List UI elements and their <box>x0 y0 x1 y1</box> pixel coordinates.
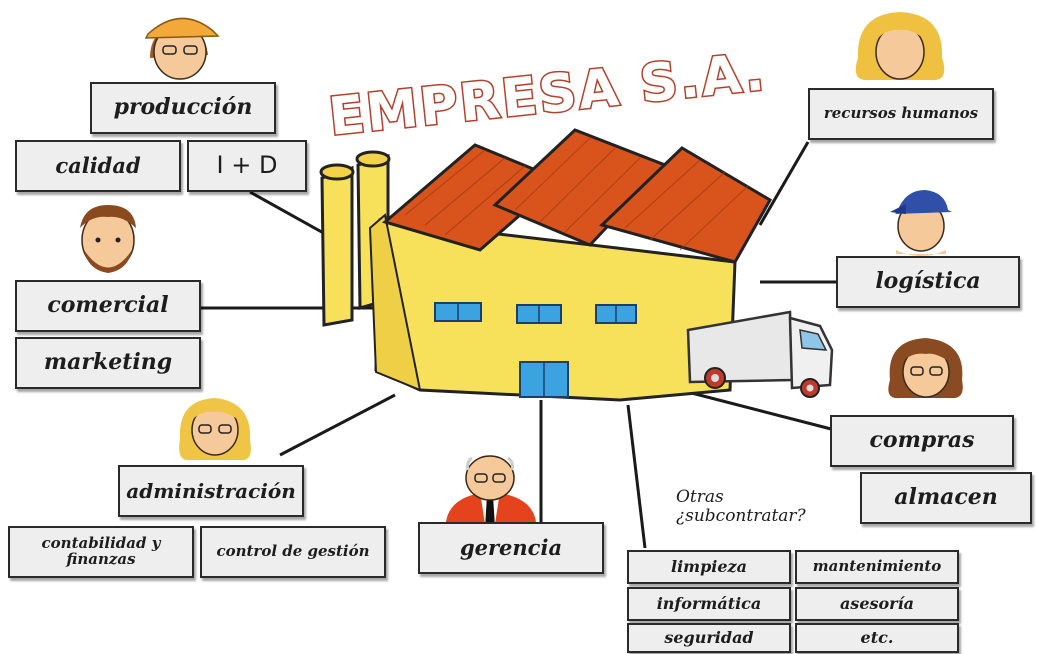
box-almacen: almacen <box>860 472 1032 524</box>
worker-cap-icon <box>144 17 220 90</box>
woman-glasses-icon <box>179 398 251 461</box>
factory-icon <box>319 128 773 402</box>
box-contabilidad: contabilidad y finanzas <box>8 526 194 578</box>
woman-blonde-icon <box>855 12 945 81</box>
sub-item-etc: etc. <box>795 623 959 653</box>
box-i-d: I + D <box>187 140 307 192</box>
subcontract-note: Otras ¿subcontratar? <box>676 487 806 526</box>
sub-item-mantenimiento: mantenimiento <box>795 550 959 584</box>
box-gerencia: gerencia <box>418 522 604 574</box>
box-produccion: producción <box>90 82 276 134</box>
line-compras <box>679 388 836 432</box>
sub-item-seguridad: seguridad <box>627 623 791 653</box>
diagram-title: EMPRESA S.A. <box>326 42 769 148</box>
box-administracion: administración <box>118 465 304 517</box>
bearded-man-icon <box>80 205 136 273</box>
truck-icon <box>686 310 834 398</box>
woman-brown-icon <box>888 338 963 399</box>
sub-item-informatica: informática <box>627 587 791 621</box>
line-rrhh <box>758 141 810 226</box>
line-subcontratar <box>626 404 647 549</box>
box-marketing: marketing <box>15 337 201 389</box>
sub-item-limpieza: limpieza <box>627 550 791 584</box>
box-calidad: calidad <box>15 140 181 192</box>
box-comercial: comercial <box>15 280 201 332</box>
box-compras: compras <box>830 415 1014 467</box>
line-administracion <box>279 393 396 457</box>
sub-item-asesoria: asesoría <box>795 587 959 621</box>
box-control-gestion: control de gestión <box>200 526 386 578</box>
box-recursos-humanos: recursos humanos <box>808 88 994 140</box>
cap-man-icon <box>890 190 952 256</box>
box-logistica: logística <box>836 256 1020 308</box>
bald-manager-icon <box>446 455 536 530</box>
